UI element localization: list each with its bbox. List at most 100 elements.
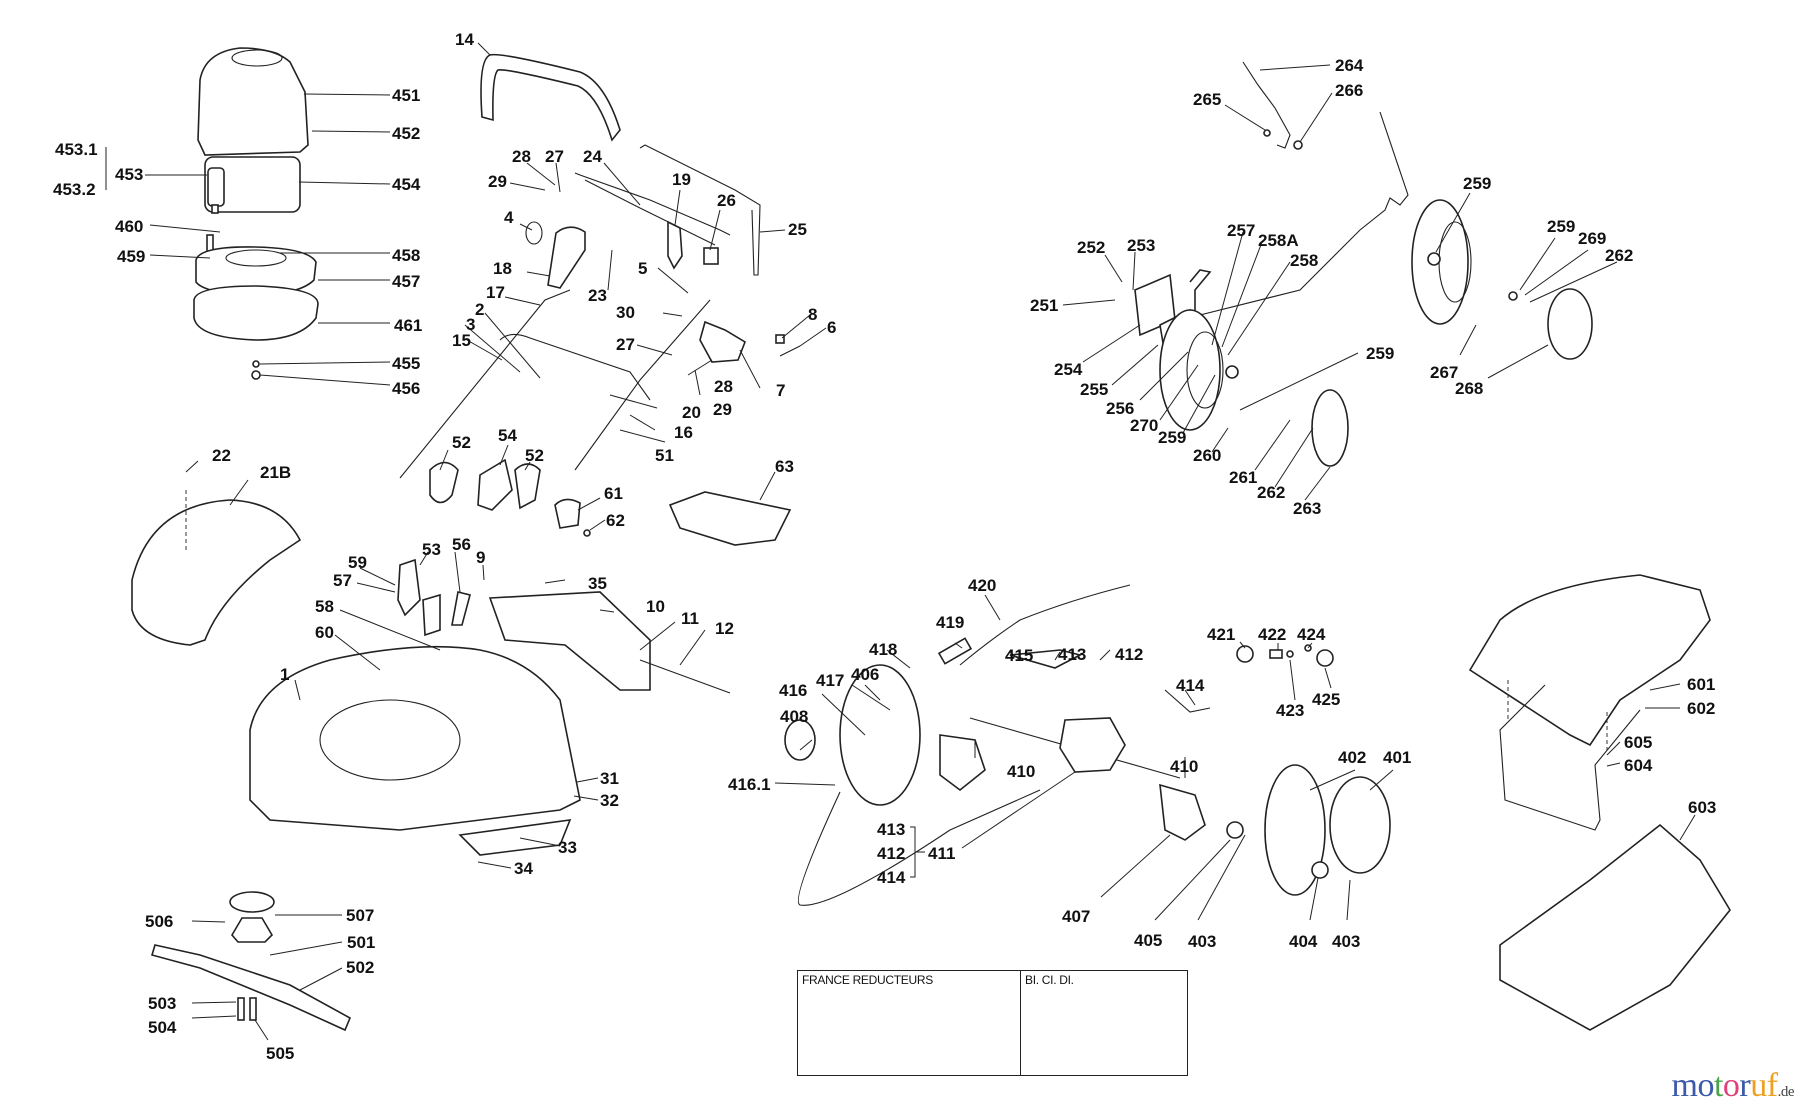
label-51: 51 (655, 446, 674, 465)
label-56: 56 (452, 535, 471, 554)
belt-412-413 (1009, 649, 1083, 669)
label-6: 6 (827, 318, 836, 337)
knob-61 (554, 498, 581, 529)
label-269: 269 (1578, 229, 1606, 248)
logo-letter: u (1750, 1067, 1767, 1104)
label-457: 457 (392, 272, 420, 291)
front-wheel-group (1134, 61, 1409, 467)
label-413b: 413 (877, 820, 905, 839)
blade-group (150, 891, 352, 1032)
label-411: 411 (928, 844, 955, 863)
label-458: 458 (392, 246, 420, 265)
screw-6 (779, 345, 801, 357)
label-58: 58 (315, 597, 334, 616)
label-410b: 410 (1170, 757, 1198, 776)
label-451: 451 (392, 86, 420, 105)
label-459: 459 (117, 247, 145, 266)
bracket-411-group (910, 826, 925, 878)
inset-bi-ci-di: BI. CI. DI. (1020, 970, 1188, 1076)
label-403a: 403 (1188, 932, 1216, 951)
cable-416 (797, 789, 1041, 906)
label-416: 416 (779, 681, 807, 700)
label-27b: 27 (616, 335, 635, 354)
label-262b: 262 (1605, 246, 1633, 265)
lever-264 (1242, 61, 1291, 149)
grass-bag-603 (1499, 823, 1731, 1031)
logo-letter: t (1713, 1067, 1723, 1104)
bracket-53 (397, 558, 421, 617)
inset-title-france-reducteurs: FRANCE REDUCTEURS (802, 973, 933, 987)
plate-58 (422, 593, 441, 637)
label-30: 30 (616, 303, 635, 322)
blade-leaders (191, 914, 343, 1041)
bushing-421 (1236, 645, 1254, 663)
label-604: 604 (1624, 756, 1653, 775)
nut-8 (775, 334, 785, 344)
label-410a: 410 (1007, 762, 1035, 781)
label-28b: 28 (714, 377, 733, 396)
logo-tld: .de (1777, 1084, 1795, 1100)
label-34: 34 (514, 859, 533, 878)
label-262a: 262 (1257, 483, 1285, 502)
adjuster-52b (514, 463, 541, 510)
wheel-402 (1264, 764, 1326, 896)
rod-24 (584, 179, 716, 246)
label-16: 16 (674, 423, 693, 442)
cover-406 (839, 664, 921, 806)
bearing-259 (1225, 365, 1239, 379)
label-259a: 259 (1158, 428, 1186, 447)
handle-labels: 14 28 27 24 29 19 26 25 4 18 23 5 17 30 … (452, 30, 836, 530)
label-258: 258 (1290, 251, 1318, 270)
label-57: 57 (333, 571, 352, 590)
label-62: 62 (606, 511, 625, 530)
gearbox-411 (1059, 717, 1126, 773)
deck-motor-opening (319, 699, 461, 781)
label-20: 20 (682, 403, 701, 422)
label-413a: 413 (1058, 645, 1086, 664)
label-408: 408 (780, 707, 808, 726)
bearing-405 (1226, 821, 1244, 839)
lower-handle-right (574, 299, 711, 471)
logo-letter: o (1697, 1067, 1714, 1104)
label-605: 605 (1624, 733, 1652, 752)
lower-handle-left (399, 289, 571, 479)
cap-425 (1316, 649, 1334, 667)
label-455: 455 (392, 354, 420, 373)
label-254: 254 (1054, 360, 1083, 379)
inset-france-reducteurs: FRANCE REDUCTEURS (797, 970, 1021, 1076)
label-602: 602 (1687, 699, 1715, 718)
label-35: 35 (588, 574, 607, 593)
handle-lever-18 (547, 226, 586, 289)
label-60: 60 (315, 623, 334, 642)
label-265: 265 (1193, 90, 1221, 109)
label-59: 59 (348, 553, 367, 572)
label-423: 423 (1276, 701, 1304, 720)
label-10: 10 (646, 597, 665, 616)
label-454: 454 (392, 175, 421, 194)
logo-letter: r (1739, 1067, 1751, 1104)
label-2: 2 (475, 300, 484, 319)
nut-456 (251, 370, 261, 380)
label-256: 256 (1106, 399, 1134, 418)
nut-266 (1293, 140, 1303, 150)
motor-group (193, 47, 319, 380)
label-54: 54 (498, 426, 517, 445)
label-52b: 52 (525, 446, 544, 465)
front-wheel-leaders (1062, 64, 1359, 501)
label-259b: 259 (1366, 344, 1394, 363)
label-258A: 258A (1258, 231, 1299, 250)
label-421: 421 (1207, 625, 1235, 644)
label-21B: 21B (260, 463, 291, 482)
bearing-259c (1427, 252, 1441, 266)
rod-414 (1164, 689, 1211, 713)
link-56 (451, 591, 471, 626)
front-wheel-labels: 264 265 266 252 253 257 258A 258 251 254… (1030, 56, 1394, 518)
logo-letter: f (1766, 1067, 1778, 1104)
grass-bag-leaders (1606, 683, 1696, 841)
label-507: 507 (346, 906, 374, 925)
label-422: 422 (1258, 625, 1286, 644)
handle-leaders (439, 42, 827, 531)
label-403b: 403 (1332, 932, 1360, 951)
label-17: 17 (486, 283, 505, 302)
